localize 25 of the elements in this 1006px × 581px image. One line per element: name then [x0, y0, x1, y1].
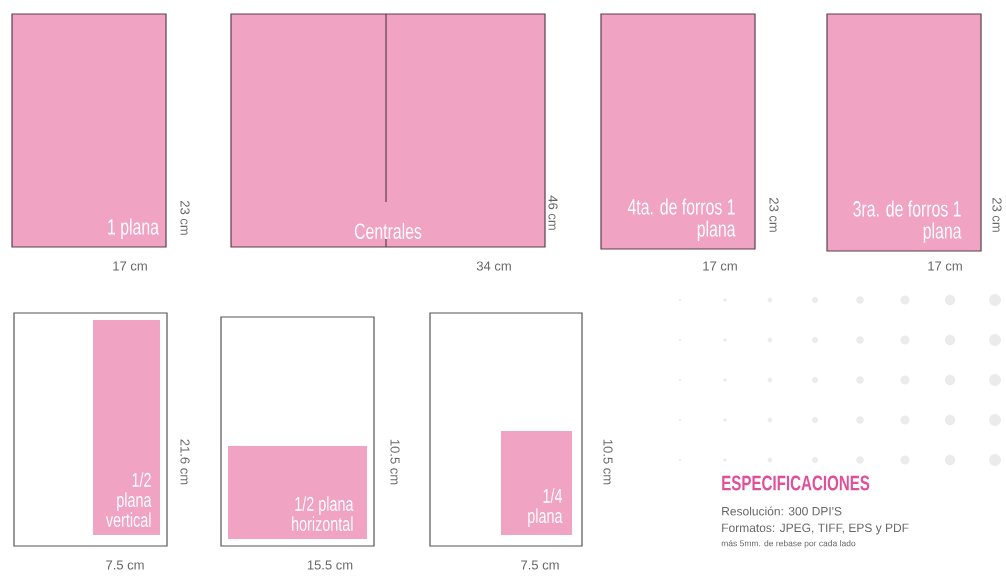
dimension-label: 23 cm	[769, 197, 779, 232]
dimension-label: 17 cm	[703, 261, 737, 271]
dimension-label: 21.6 cm	[180, 439, 190, 485]
spec-text: Resolución: 300 DPI'S	[722, 506, 842, 516]
page-box: 4ta. de forros 1 plana	[600, 13, 756, 250]
ad-space-box: 1/2 plana horizontal	[228, 446, 367, 539]
dimension-label: 46 cm	[548, 195, 558, 230]
dimension-label: 10.5 cm	[390, 439, 400, 485]
page-box: Centrales	[230, 13, 546, 248]
dimension-label: 17 cm	[113, 261, 147, 271]
page-box: 1 plana	[11, 13, 167, 248]
dimension-label: 34 cm	[476, 261, 511, 271]
dimension-label: 7.5 cm	[521, 560, 559, 570]
dimension-label: 17 cm	[928, 261, 962, 271]
dimension-label: 15.5 cm	[307, 560, 353, 570]
ad-space-box: 1/4 plana	[501, 431, 572, 535]
dimension-label: 7.5 cm	[106, 560, 144, 570]
section-heading: ESPECIFICACIONES	[722, 475, 870, 491]
note-text: más 5mm. de rebase por cada lado	[721, 540, 856, 548]
ad-space-box: 1/2 plana vertical	[93, 320, 160, 535]
dimension-label: 23 cm	[992, 197, 1002, 232]
spec-text: Formatos: JPEG, TIFF, EPS y PDF	[722, 523, 909, 535]
dimension-label: 10.5 cm	[603, 439, 613, 485]
page-box: 3ra. de forros 1 plana	[826, 13, 982, 252]
dimension-label: 23 cm	[180, 200, 190, 235]
